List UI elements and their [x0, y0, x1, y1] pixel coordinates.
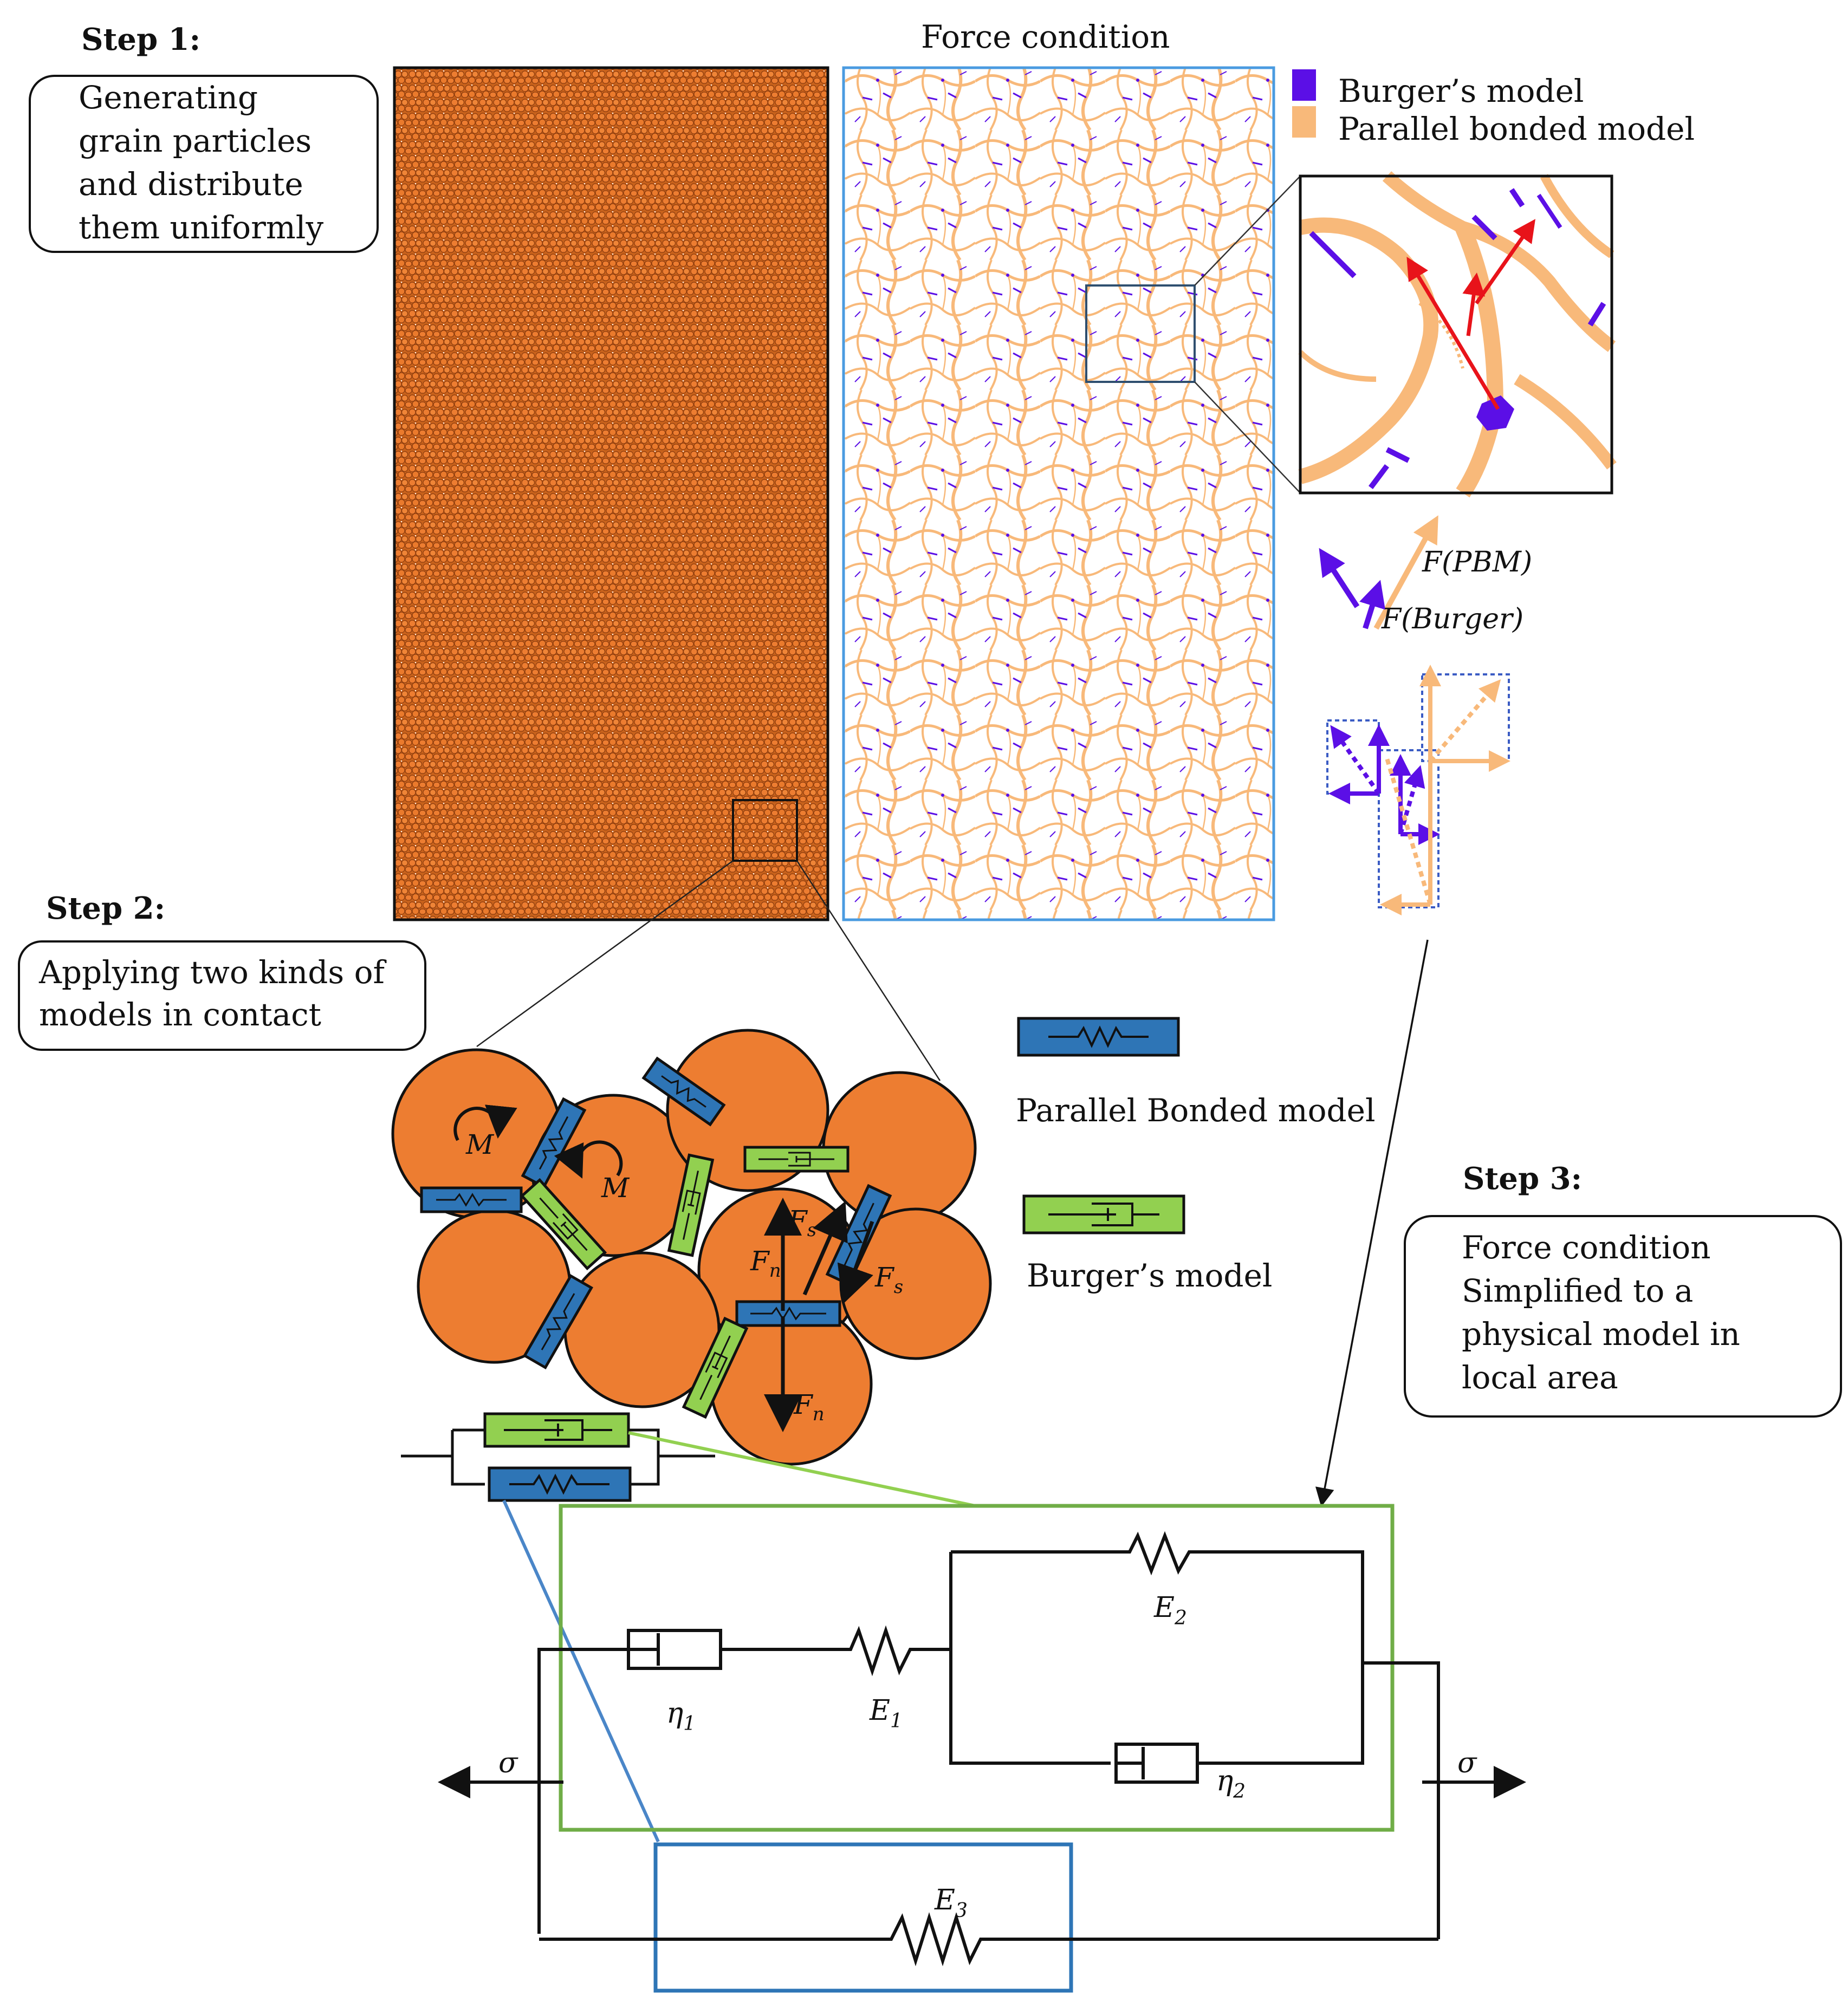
step1-box: [29, 75, 379, 253]
sigma-right-label: σ: [1457, 1747, 1477, 1779]
burger-force-arrow: [1319, 548, 1360, 608]
zoom-box-particles: [732, 799, 798, 862]
step3-line-1: Force condition: [1462, 1229, 1711, 1266]
burger-force-label: F(Burger): [1381, 603, 1523, 635]
pbm-force-label: F(PBM): [1422, 546, 1532, 579]
zoom-box-network: [1085, 284, 1196, 383]
e3-label: E3: [934, 1884, 968, 1922]
e2-label: E2: [1153, 1591, 1187, 1629]
step1-line-1: Generating: [79, 79, 258, 116]
particle-zoom-connector-right: [796, 860, 941, 1081]
moment-arrow-2: [554, 1140, 623, 1179]
pbm-model-frame: [653, 1842, 1073, 1993]
legend-pbm-swatch: [1292, 106, 1316, 138]
step3-box: [1404, 1215, 1842, 1418]
shear-label-1: Fs: [788, 1205, 816, 1241]
step1-heading: Step 1:: [81, 22, 200, 57]
legend-pbm-label: Parallel bonded model: [1338, 111, 1695, 147]
force-decomposition: [1326, 665, 1510, 915]
rheological-circuit: [438, 1531, 1526, 1967]
green-link-line: [628, 1431, 976, 1507]
inset-connector-top: [1194, 176, 1301, 286]
legend-mid-pbm-label: Parallel Bonded model: [1016, 1092, 1376, 1129]
force-network-panel: [842, 66, 1275, 921]
eta2-label: η2: [1216, 1765, 1246, 1803]
legend-burger-label: Burger’s model: [1338, 73, 1584, 109]
moment-arrow-1: [453, 1104, 517, 1141]
shear-force-arrow-down: [837, 1220, 874, 1305]
particle-zoom-connector-left: [476, 860, 734, 1048]
step1-line-3: and distribute: [79, 166, 303, 203]
legend-pbm-element: [1017, 1017, 1180, 1057]
normal-label-1: Fn: [750, 1245, 781, 1282]
step2-line-2: models in contact: [39, 996, 321, 1033]
combined-contact-element: [401, 1412, 715, 1502]
shear-label-2: Fs: [874, 1262, 903, 1298]
burger-model-frame: [559, 1504, 1395, 1832]
pbm-force-arrow: [1373, 515, 1438, 630]
step3-heading: Step 3:: [1463, 1161, 1582, 1197]
legend-mid-burger-label: Burger’s model: [1027, 1257, 1272, 1294]
step3-line-3: physical model in: [1462, 1316, 1740, 1353]
step2-heading: Step 2:: [46, 891, 165, 926]
force-panel-title: Force condition: [921, 18, 1170, 55]
moment-label-2: M: [601, 1172, 630, 1204]
step3-line-4: local area: [1462, 1359, 1618, 1396]
sigma-left-label: σ: [498, 1747, 518, 1779]
inset-connector-bottom: [1194, 381, 1301, 493]
blue-link-line: [502, 1499, 660, 1843]
moment-label-1: M: [465, 1129, 495, 1160]
step1-line-2: grain particles: [79, 122, 312, 159]
e1-label: E1: [869, 1694, 903, 1732]
normal-label-2: Fn: [793, 1389, 825, 1425]
shear-force-arrow-up: [802, 1201, 848, 1296]
step1-line-4: them uniformly: [79, 209, 323, 246]
legend-burger-element: [1022, 1194, 1185, 1234]
burger-force-arrow-2: [1359, 580, 1385, 629]
legend-burger-swatch: [1292, 69, 1316, 101]
grain-particles-panel: [393, 66, 829, 921]
step3-pointer-arrow: [1315, 939, 1429, 1507]
step2-line-1: Applying two kinds of: [38, 954, 387, 991]
step3-line-2: Simplified to a: [1462, 1272, 1693, 1309]
zoomed-inset: [1298, 171, 1617, 498]
step2-box: [18, 940, 426, 1051]
contact-elements: [420, 1056, 892, 1419]
eta1-label: η1: [666, 1697, 696, 1735]
